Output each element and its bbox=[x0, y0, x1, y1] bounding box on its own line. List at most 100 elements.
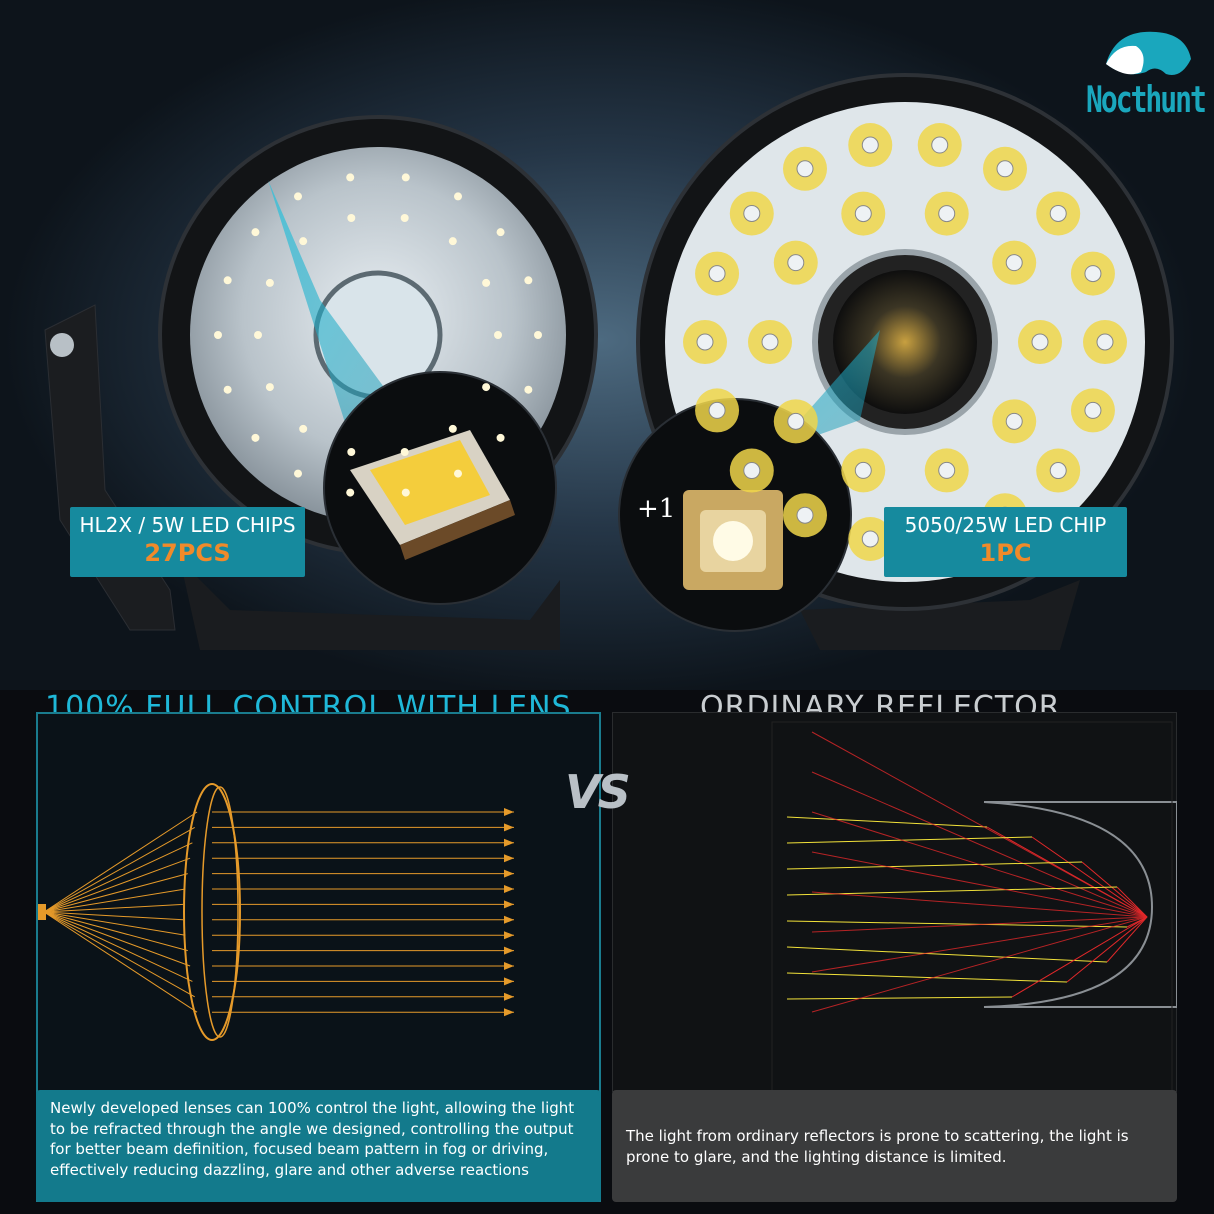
ray-arrow bbox=[504, 854, 514, 863]
ray-arrow bbox=[504, 992, 514, 1001]
reflected-ray bbox=[786, 836, 1033, 844]
chip-spec: 5050/25W LED CHIP bbox=[904, 513, 1107, 537]
reflected-ray bbox=[786, 946, 1108, 963]
ray-arrow bbox=[504, 946, 514, 955]
scattered-ray bbox=[811, 731, 1148, 918]
led-chip bbox=[743, 204, 761, 222]
reflector-outline bbox=[983, 801, 1177, 1008]
led-chip bbox=[454, 469, 462, 478]
led-chip bbox=[1096, 333, 1114, 351]
ray-arrow bbox=[504, 962, 514, 970]
scattered-ray bbox=[811, 891, 1148, 918]
led-chip bbox=[400, 447, 409, 456]
ray-arrow bbox=[504, 977, 514, 986]
reflected-ray bbox=[786, 816, 988, 828]
led-chip bbox=[482, 383, 491, 392]
led-chip bbox=[223, 385, 232, 394]
grid-box bbox=[771, 721, 1173, 1092]
led-chip bbox=[1049, 462, 1067, 480]
led-chip bbox=[1031, 333, 1049, 351]
chip-count: 27PCS bbox=[144, 539, 231, 567]
led-chip bbox=[854, 461, 872, 479]
incident-ray bbox=[43, 888, 186, 913]
right-chip-closeup bbox=[618, 398, 852, 632]
led-chip bbox=[294, 469, 302, 478]
incident-ray bbox=[43, 911, 186, 936]
incident-ray bbox=[43, 903, 184, 913]
scattered-ray bbox=[811, 851, 1148, 918]
led-chip bbox=[708, 265, 726, 283]
led-chip bbox=[931, 136, 949, 154]
led-chip bbox=[401, 488, 410, 497]
scattered-ray bbox=[811, 811, 1148, 918]
led-chip bbox=[496, 433, 505, 442]
left-chip-closeup bbox=[323, 371, 557, 605]
reflected-ray bbox=[786, 972, 1068, 983]
led-chip bbox=[299, 424, 308, 433]
chip-badge: +1 bbox=[637, 494, 676, 524]
reflected-ray bbox=[786, 861, 1083, 870]
led-chip bbox=[347, 214, 356, 223]
source-ray bbox=[1081, 861, 1148, 918]
ray-arrow bbox=[504, 838, 514, 847]
chip-spec: HL2X / 5W LED CHIPS bbox=[79, 513, 296, 537]
incident-ray bbox=[43, 911, 195, 998]
led-chip bbox=[524, 385, 533, 394]
reflected-ray bbox=[786, 996, 1013, 1000]
right-chip-label: 5050/25W LED CHIP 1PC bbox=[884, 507, 1127, 577]
led-chip bbox=[482, 278, 491, 287]
ray-arrow bbox=[504, 900, 514, 909]
source-ray bbox=[1116, 886, 1148, 918]
led-chip bbox=[1084, 265, 1102, 283]
led-chip bbox=[448, 237, 457, 246]
led-chip bbox=[251, 228, 260, 237]
reflected-ray bbox=[786, 920, 1128, 928]
lens-description: Newly developed lenses can 100% control … bbox=[36, 1090, 601, 1202]
reflector-panel bbox=[612, 712, 1177, 1092]
ray-arrow bbox=[504, 869, 514, 878]
reflected-ray bbox=[786, 886, 1118, 896]
right-beam-highlight bbox=[720, 330, 880, 470]
incident-ray bbox=[43, 911, 188, 952]
led-chip bbox=[796, 160, 814, 178]
incident-ray bbox=[43, 911, 198, 1013]
led-chip bbox=[347, 447, 356, 456]
incident-ray bbox=[43, 826, 195, 913]
led-chip bbox=[299, 237, 308, 246]
scattered-ray bbox=[811, 916, 1148, 1013]
led-chip bbox=[496, 228, 505, 237]
led-chip bbox=[861, 136, 879, 154]
led-chip bbox=[743, 462, 761, 480]
scattered-ray bbox=[811, 916, 1148, 933]
led-chip bbox=[938, 205, 956, 223]
lens-ray-diagram bbox=[38, 783, 514, 1041]
led-chip bbox=[787, 254, 805, 272]
led-chip bbox=[265, 278, 274, 287]
led-chip bbox=[534, 331, 542, 339]
scattered-ray bbox=[811, 771, 1148, 918]
led-chip bbox=[854, 205, 872, 223]
ray-arrow bbox=[504, 915, 514, 924]
led-chip bbox=[761, 333, 779, 351]
incident-ray bbox=[43, 857, 191, 913]
led-chip bbox=[346, 488, 355, 497]
led-chip bbox=[294, 192, 302, 201]
incident-ray bbox=[43, 911, 184, 921]
reflector-ray-diagram bbox=[771, 721, 1177, 1092]
led-chip bbox=[696, 333, 714, 351]
source-ray bbox=[1011, 916, 1148, 998]
left-chip-label: HL2X / 5W LED CHIPS 27PCS bbox=[70, 507, 305, 577]
led-chip bbox=[454, 192, 462, 201]
panther-icon bbox=[1106, 31, 1191, 75]
led-chip bbox=[996, 160, 1014, 178]
reflector-description: The light from ordinary reflectors is pr… bbox=[612, 1090, 1177, 1202]
led-chip bbox=[1005, 254, 1023, 272]
led-chip bbox=[265, 383, 274, 392]
led-chip bbox=[938, 461, 956, 479]
led-source bbox=[38, 904, 46, 920]
led-chip bbox=[494, 331, 502, 339]
led-chip bbox=[787, 412, 805, 430]
incident-ray bbox=[43, 842, 193, 913]
source-ray bbox=[1066, 916, 1148, 983]
led-chip bbox=[214, 331, 222, 339]
